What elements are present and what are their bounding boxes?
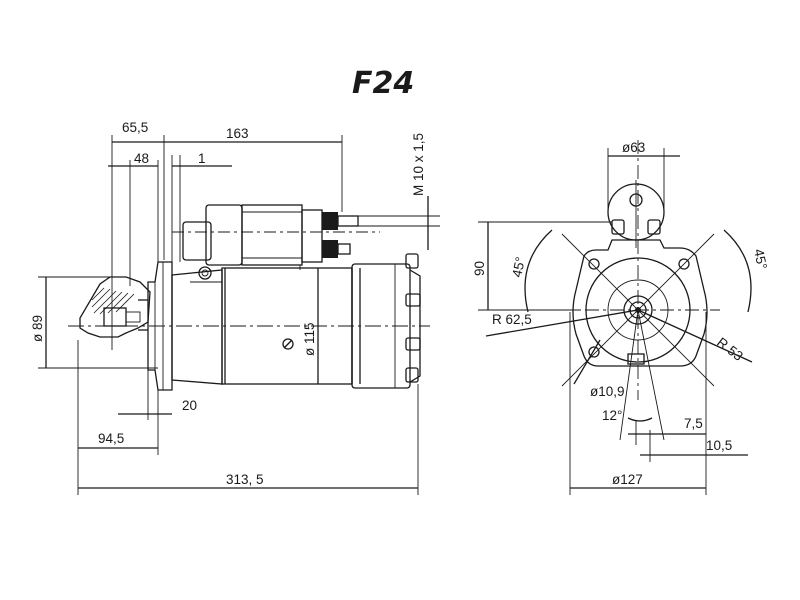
dim-r53-label: R 53 xyxy=(714,335,746,364)
dim-12-deg-label: 12° xyxy=(602,408,622,423)
dim-r53: R 53 xyxy=(637,309,753,364)
end-flange-outline xyxy=(572,239,708,367)
dim-115: ø 115 xyxy=(302,268,319,384)
solenoid-end xyxy=(607,180,665,248)
bolt-hole xyxy=(588,258,600,270)
dim-63-label: ø63 xyxy=(622,140,645,155)
dim-10-5: 10,5 xyxy=(640,430,748,462)
dim-48-label: 48 xyxy=(134,151,149,166)
solenoid xyxy=(182,204,359,270)
bolt-hole xyxy=(588,346,600,358)
nose-housing xyxy=(79,276,151,338)
dim-90-label: 90 xyxy=(472,261,487,276)
dim-63: ø63 xyxy=(607,140,680,212)
dim-163: 163 xyxy=(164,126,343,212)
dim-163-label: 163 xyxy=(226,126,249,141)
dim-313-5: 313, 5 xyxy=(78,384,419,495)
dim-115-label: ø 115 xyxy=(302,322,317,356)
dim-1: 1 xyxy=(171,151,232,262)
dim-127-label: ø127 xyxy=(612,472,643,487)
dim-thread-label: M 10 x 1,5 xyxy=(411,133,426,196)
dim-7-5-label: 7,5 xyxy=(684,416,703,431)
dim-89-label: ø 89 xyxy=(30,315,45,342)
dim-20: 20 xyxy=(118,370,197,420)
dim-7-5: 7,5 xyxy=(628,416,706,445)
dim-89: ø 89 xyxy=(30,276,158,369)
dim-12-deg: 12° xyxy=(602,309,665,441)
angle-left-label: 45° xyxy=(509,256,528,279)
dim-1-label: 1 xyxy=(198,151,206,166)
end-cap xyxy=(405,253,421,383)
angle-arc-left xyxy=(524,229,553,313)
dim-313-5-label: 313, 5 xyxy=(226,472,264,487)
dim-65-5: 65,5 xyxy=(111,120,165,350)
bolt-hole xyxy=(678,258,690,270)
dim-10-5-label: 10,5 xyxy=(706,438,732,453)
lower-tab xyxy=(627,353,645,365)
angle-arc-right xyxy=(723,229,752,313)
dim-65-5-label: 65,5 xyxy=(122,120,148,135)
dim-94-5: 94,5 xyxy=(77,340,159,495)
dim-10-9: ø10,9 xyxy=(573,339,625,399)
end-view: 45° 45° ø63 90 R 62,5 R 53 ø xyxy=(472,140,770,495)
drive-end-housing xyxy=(171,266,223,385)
dim-20-label: 20 xyxy=(182,398,197,413)
dim-r62-5-label: R 62,5 xyxy=(492,312,532,327)
angle-right-label: 45° xyxy=(751,248,770,271)
dim-r62-5: R 62,5 xyxy=(485,309,639,337)
dim-94-5-label: 94,5 xyxy=(98,431,124,446)
dim-127: ø127 xyxy=(569,312,707,495)
side-view: 65,5 163 48 1 M 10 x 1,5 xyxy=(30,120,440,495)
dim-thread: M 10 x 1,5 xyxy=(358,133,440,250)
dim-10-9-label: ø10,9 xyxy=(590,384,625,399)
dim-48: 48 xyxy=(108,151,159,286)
drawing-title: F24 xyxy=(352,66,414,101)
dim-90: 90 xyxy=(472,221,612,311)
